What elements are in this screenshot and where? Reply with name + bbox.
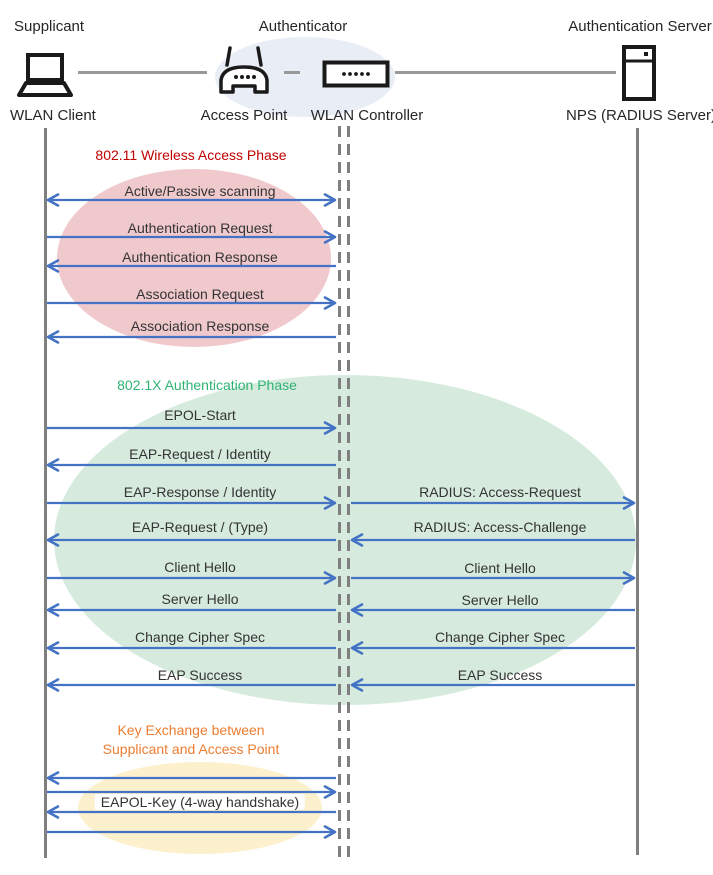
laptop-icon (13, 52, 77, 107)
message-label: EAP-Request / (Type) (131, 519, 269, 535)
device-label-access-point: Access Point (200, 107, 288, 124)
message-arrow (350, 641, 635, 655)
message-arrow (46, 533, 336, 547)
message-arrow (350, 603, 635, 617)
message-label: Authentication Request (127, 220, 273, 236)
message-label: Active/Passive scanning (124, 183, 276, 199)
message-arrow (350, 678, 635, 692)
message-label: EAP Success (457, 667, 543, 683)
message-arrow (46, 678, 336, 692)
device-label-nps-radius-server: NPS (RADIUS Server) (565, 107, 713, 124)
message-arrow (46, 458, 336, 472)
phase1-ellipse (57, 169, 331, 347)
message-label: RADIUS: Access-Request (419, 484, 581, 500)
message-label: Client Hello (164, 559, 236, 575)
message-label: EAPOL-Key (4-way handshake) (94, 794, 306, 810)
message-arrow (47, 496, 337, 510)
connector-line (284, 71, 300, 74)
lifeline-wlan-client (44, 128, 47, 858)
message-arrow (351, 571, 636, 585)
message-arrow (351, 496, 636, 510)
message-label: EAP-Request / Identity (129, 446, 271, 462)
message-arrow (46, 193, 337, 207)
role-label-supplicant: Supplicant (14, 18, 85, 35)
wlan-controller-icon (322, 60, 390, 93)
message-label: EPOL-Start (164, 407, 236, 423)
message-label: Change Cipher Spec (435, 629, 565, 645)
message-arrow (46, 603, 336, 617)
message-arrow (46, 805, 336, 819)
phase2-title: 802.1X Authentication Phase (117, 377, 297, 393)
device-label-wlan-client: WLAN Client (10, 107, 96, 124)
device-label-wlan-controller: WLAN Controller (310, 107, 424, 124)
server-icon (621, 44, 657, 107)
connector-line (395, 71, 616, 74)
message-arrow (46, 330, 336, 344)
phase1-title: 802.11 Wireless Access Phase (95, 147, 287, 163)
message-label: Association Request (136, 286, 264, 302)
message-arrow (47, 785, 337, 799)
connector-line (78, 71, 207, 74)
message-arrow (47, 296, 337, 310)
message-label: Client Hello (464, 560, 536, 576)
message-label: Authentication Response (122, 249, 278, 265)
message-label: RADIUS: Access-Challenge (413, 519, 587, 535)
phase3-title: Key Exchange between Supplicant and Acce… (102, 722, 280, 757)
message-arrow (47, 825, 337, 839)
message-arrow (47, 571, 337, 585)
lifeline-authenticator-dashed (347, 126, 350, 862)
role-label-authenticator: Authenticator (258, 18, 348, 35)
message-arrow (47, 421, 337, 435)
role-label-authentication-server: Authentication Server (568, 18, 712, 35)
message-arrow (350, 533, 635, 547)
message-label: EAP Success (157, 667, 243, 683)
message-label: Association Response (130, 318, 270, 334)
message-label: EAP-Response / Identity (123, 484, 277, 500)
access-point-icon (210, 44, 278, 105)
message-label: Server Hello (161, 591, 239, 607)
message-arrow (46, 641, 336, 655)
lifeline-radius-server (636, 128, 639, 855)
message-label: Server Hello (461, 592, 539, 608)
lifeline-authenticator-dashed (338, 126, 341, 862)
message-arrow (46, 771, 336, 785)
message-arrow (46, 259, 336, 273)
message-arrow (47, 230, 337, 244)
message-label: Change Cipher Spec (135, 629, 265, 645)
